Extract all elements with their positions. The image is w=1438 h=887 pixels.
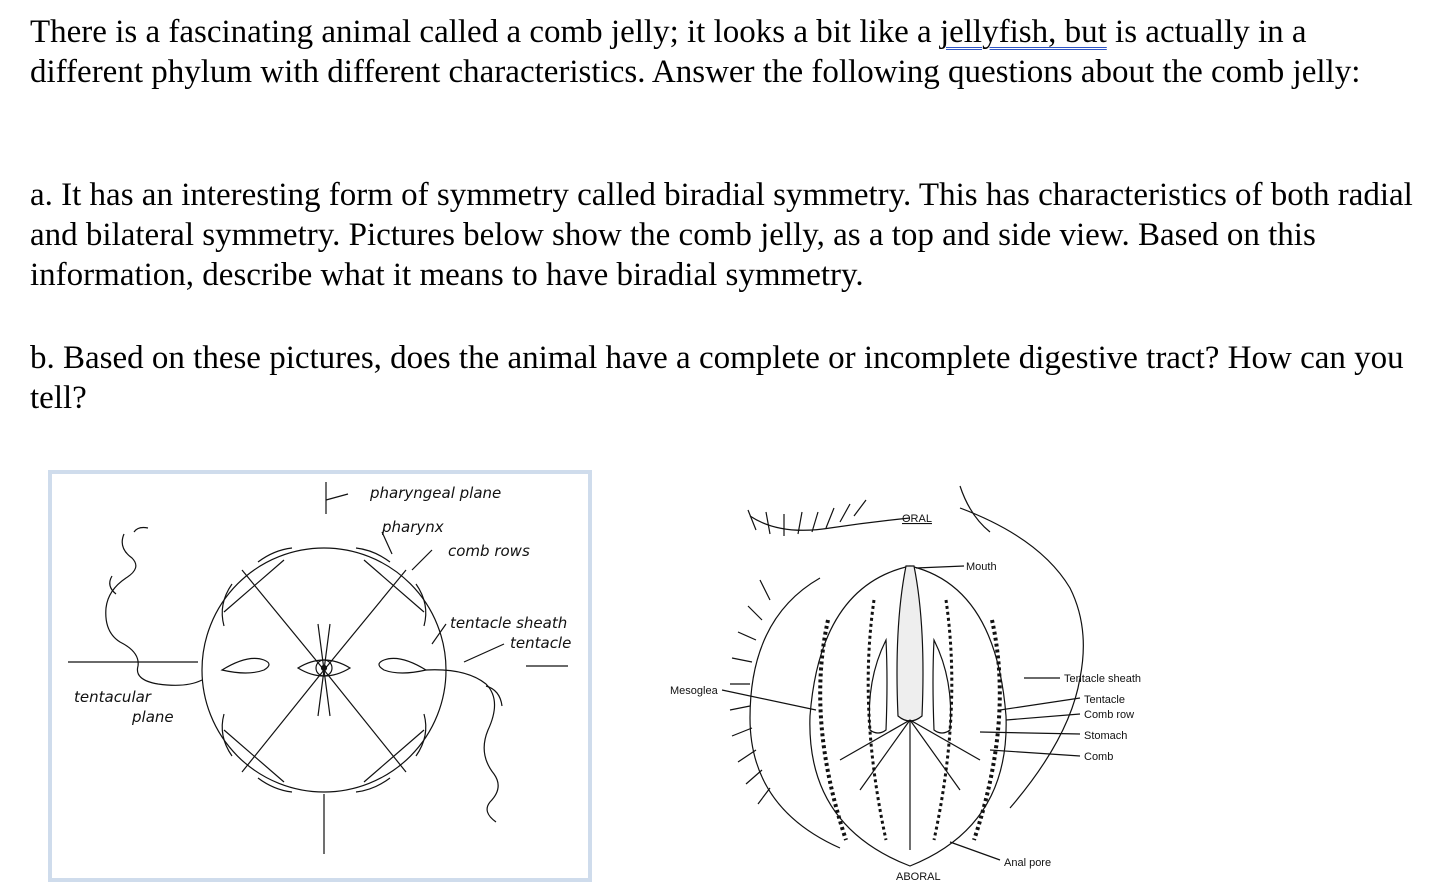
label-comb: Comb — [1084, 751, 1113, 763]
comb-jelly-side-view-figure: ORAL Mouth Tentacle sheath Mesoglea Tent… — [660, 470, 1160, 883]
intro-paragraph: There is a fascinating animal called a c… — [30, 12, 1420, 92]
comb-jelly-top-view-figure: pharyngeal plane pharynx comb rows tenta… — [48, 470, 592, 882]
label-tentacle-side: Tentacle — [1084, 694, 1125, 706]
label-comb-row: Comb row — [1084, 709, 1134, 721]
label-tentacular-plane-line1: tentacular — [74, 688, 152, 706]
label-anal-pore: Anal pore — [1004, 857, 1051, 869]
top-view-drawing: pharyngeal plane pharynx comb rows tenta… — [68, 482, 571, 854]
intro-text-start: There is a fascinating animal called a c… — [30, 14, 940, 50]
label-oral: ORAL — [902, 513, 932, 525]
label-comb-rows: comb rows — [448, 542, 530, 560]
label-stomach: Stomach — [1084, 730, 1127, 742]
label-tentacle-sheath: tentacle sheath — [450, 614, 567, 632]
intro-text-end: is actually in a different phylum with d… — [30, 14, 1361, 90]
side-view-drawing: ORAL Mouth Tentacle sheath Mesoglea Tent… — [670, 485, 1141, 883]
label-mouth: Mouth — [966, 561, 997, 573]
label-tentacular-plane-line2: plane — [131, 708, 174, 726]
label-pharyngeal-plane: pharyngeal plane — [369, 484, 501, 502]
label-tentacle-sheath-side: Tentacle sheath — [1064, 673, 1141, 685]
label-tentacle: tentacle — [510, 634, 571, 652]
label-aboral: ABORAL — [896, 871, 941, 882]
label-pharynx: pharynx — [381, 518, 444, 536]
spellcheck-flagged-phrase[interactable]: jellyfish, but — [939, 14, 1107, 50]
question-a: a. It has an interesting form of symmetr… — [30, 177, 1413, 293]
label-mesoglea: Mesoglea — [670, 685, 719, 697]
question-b: b. Based on these pictures, does the ani… — [30, 340, 1404, 416]
